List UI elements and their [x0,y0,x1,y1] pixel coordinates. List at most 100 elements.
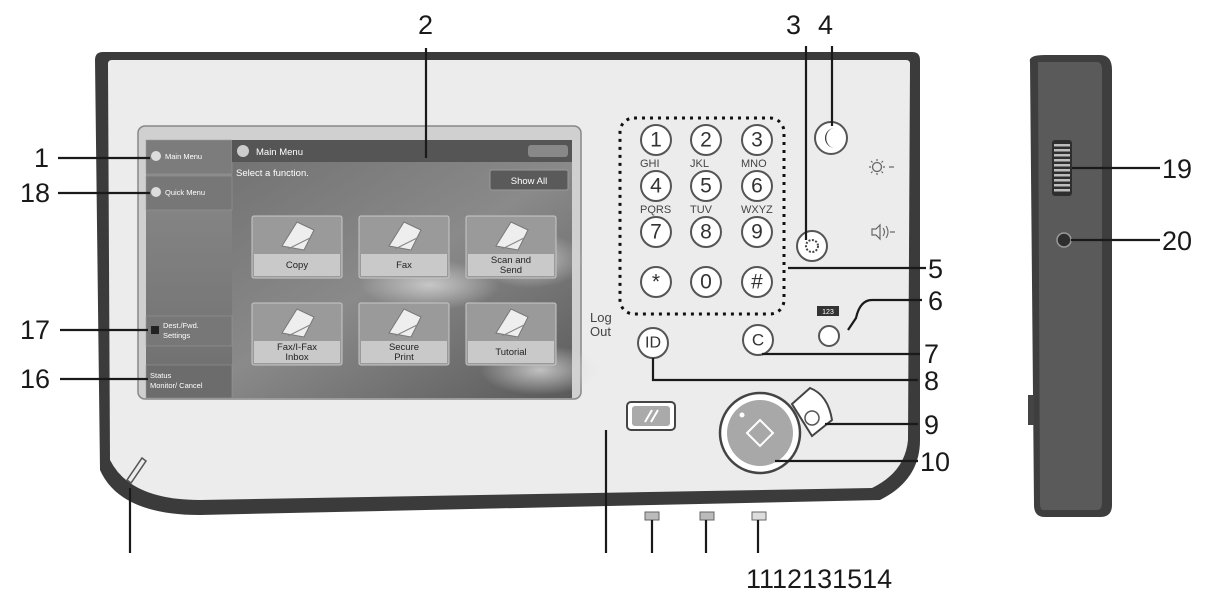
callout-numbers: 2 3 4 1 18 17 16 5 6 7 8 9 10 19 20 1112… [20,10,1192,594]
tile-copy[interactable]: Copy [251,215,343,279]
touch-panel-display[interactable]: Main Menu Quick Menu Dest./Fwd.Settings … [137,125,600,400]
key-letters: MNO [741,158,767,170]
volume-icon [871,223,895,241]
key-label: 9 [751,221,763,244]
key-label: 2 [700,129,712,152]
key-4[interactable]: 4 GHI [640,158,672,202]
tile-label: Copy [286,260,308,271]
key-5[interactable]: 5 JKL [690,158,722,202]
callouts-bottom: 1112131514 [746,564,892,594]
scan-send-icon [495,221,529,251]
callout-20: 20 [1162,226,1192,256]
callout-9: 9 [924,410,939,440]
start-icon [745,418,775,448]
key-6[interactable]: 6 MNO [741,158,773,202]
brightness-icon [869,159,894,175]
key-letters: TUV [690,204,713,216]
brightness-dial[interactable] [1052,140,1072,196]
key-7[interactable]: 7 PQRS [640,204,672,248]
callout-4: 4 [818,10,833,40]
home-icon [151,151,161,161]
key-hash[interactable]: # [741,266,773,298]
key-1[interactable]: 1 [640,124,672,156]
callout-10: 10 [920,447,950,477]
key-8[interactable]: 8 TUV [690,204,722,248]
clear-button[interactable]: C [742,324,774,356]
callout-1: 1 [34,143,49,173]
sidebar-item-quick-menu[interactable]: Quick Menu [151,187,205,197]
tile-fax[interactable]: Fax [358,215,450,279]
secure-print-icon [388,308,422,338]
key-label: 4 [650,175,662,198]
settings-icon [151,326,159,334]
key-2[interactable]: 2 [690,124,722,156]
quick-menu-icon [151,187,161,197]
key-label: # [751,271,763,294]
header-help-button[interactable] [528,145,568,157]
show-all-label: Show All [511,176,547,187]
inbox-icon [281,308,315,338]
id-label: ID [645,335,661,352]
callout-19: 19 [1162,154,1192,184]
tile-tutorial[interactable]: Tutorial [465,302,557,366]
sidebar-item-main-menu[interactable]: Main Menu [151,151,202,161]
key-0[interactable]: 0 [690,266,722,298]
screen-header: Main Menu [237,145,568,158]
sidebar-item-label: Main Menu [165,152,202,161]
copy-icon [281,221,315,251]
tile-label: Fax [396,260,412,271]
key-label: 5 [700,175,712,198]
panel-side-view [1028,55,1112,517]
key-label: * [652,271,660,294]
fax-icon [388,221,422,251]
key-letters: PQRS [640,204,671,216]
callout-3: 3 [786,10,801,40]
key-asterisk[interactable]: * [640,266,672,298]
callout-5: 5 [928,254,943,284]
reset-button[interactable] [626,401,676,431]
sidebar-item-label: Quick Menu [165,188,205,197]
stop-button[interactable] [790,386,834,438]
key-letters: WXYZ [741,204,773,216]
clear-label: C [752,331,764,350]
key-letters: GHI [640,158,660,170]
tutorial-icon [495,308,529,338]
headset-jack[interactable] [1056,232,1072,248]
start-button[interactable] [718,391,802,475]
page-title: Main Menu [256,147,303,158]
show-all-button[interactable]: Show All [489,169,569,191]
screen-prompt: Select a function. [236,168,309,179]
counter-label: 123 [822,309,834,316]
energy-saver-button[interactable] [814,121,848,155]
main-menu-icon [237,145,249,157]
gear-icon [805,239,819,253]
sidebar-item-dest-fwd-settings[interactable]: Dest./Fwd.Settings [151,321,199,340]
callout-2: 2 [418,10,433,40]
reset-icon [644,409,659,423]
stop-icon [804,410,820,426]
key-9[interactable]: 9 WXYZ [741,204,773,248]
counter-check-button[interactable]: 123 [817,306,840,347]
pen-holder [125,456,148,485]
tile-label: Tutorial [495,347,526,358]
key-letters: JKL [690,158,709,170]
key-label: 7 [650,221,662,244]
callout-17: 17 [20,315,50,345]
callout-7: 7 [924,339,939,369]
key-label: 6 [751,175,763,198]
settings-registration-button[interactable] [796,230,828,262]
key-label: 8 [700,221,712,244]
keypad: 1 2 3 4 GHI 5 JKL 6 MNO 7 PQRS 8 TUV 9 WXYZ * 0 # [618,116,786,316]
key-3[interactable]: 3 [741,124,773,156]
